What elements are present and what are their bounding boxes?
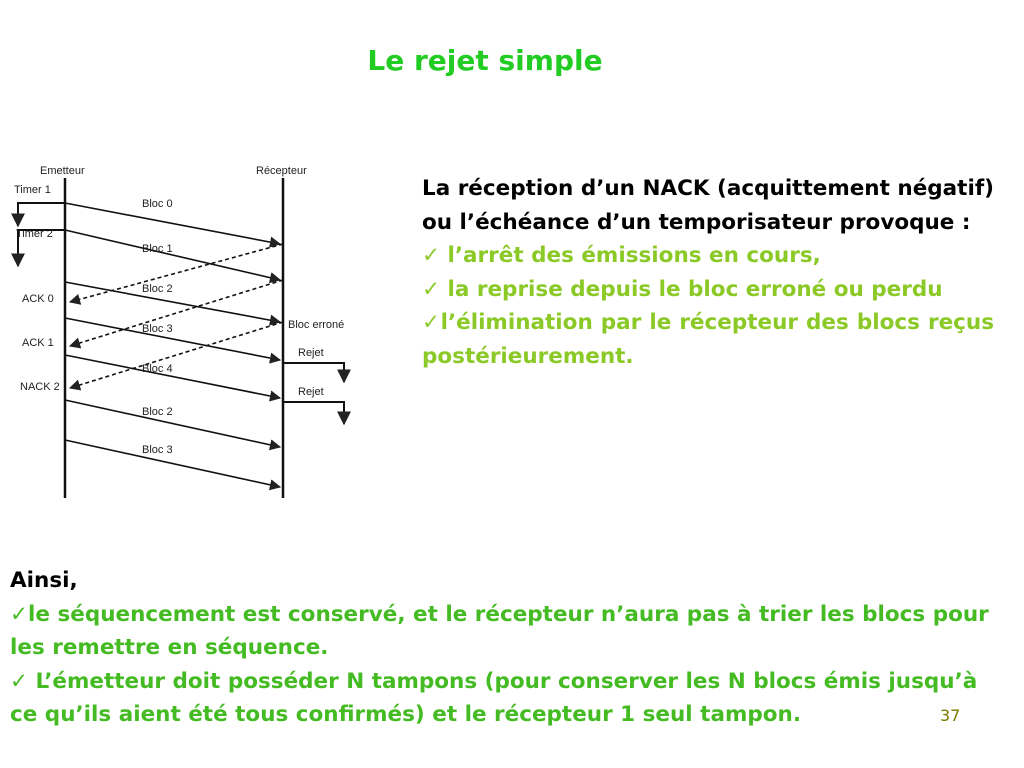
- receiver-label: Récepteur: [256, 165, 307, 177]
- bloc3b-label: Bloc 3: [142, 444, 173, 456]
- check-icon: ✓: [422, 310, 441, 335]
- right-item-3: ✓l’élimination par le récepteur des bloc…: [422, 310, 995, 369]
- nack2-label: NACK 2: [20, 381, 60, 393]
- arrow-bloc2b: [64, 399, 282, 451]
- right-item-2: ✓ la reprise depuis le bloc erroné ou pe…: [422, 276, 943, 302]
- bloc3-label: Bloc 3: [142, 323, 173, 335]
- bloc1-label: Bloc 1: [142, 243, 173, 255]
- check-icon: ✓: [10, 668, 29, 694]
- ack0-label: ACK 0: [22, 293, 54, 305]
- check-icon: ✓: [422, 243, 441, 268]
- arrow-bloc4: [64, 354, 282, 402]
- check-icon: ✓: [10, 601, 29, 627]
- timer1-label: Timer 1: [14, 184, 51, 196]
- bottom-item-2: ✓ L’émetteur doit posséder N tampons (po…: [10, 668, 978, 728]
- emitter-label: Emetteur: [40, 165, 85, 177]
- bottom-item-1: ✓le séquencement est conservé, et le réc…: [10, 601, 989, 661]
- arrow-nack2: [68, 321, 284, 391]
- bottom-lead: Ainsi,: [10, 568, 78, 593]
- reject-diagram: Emetteur Récepteur Timer 1 Timer 2 Bloc …: [11, 165, 351, 498]
- page-number: 37: [940, 706, 961, 725]
- arrow-bloc3: [64, 317, 282, 364]
- arrow-bloc3b: [64, 439, 282, 491]
- right-text-block: La réception d’un NACK (acquittement nég…: [422, 172, 994, 373]
- ack1-label: ACK 1: [22, 337, 54, 349]
- bloc0-label: Bloc 0: [142, 198, 173, 210]
- rejet2-label: Rejet: [298, 386, 324, 398]
- rejet1-arrow: [283, 362, 351, 384]
- bloc-errone-label: Bloc erroné: [288, 319, 344, 331]
- slide-title: Le rejet simple: [367, 44, 603, 77]
- right-item-1: ✓ l’arrêt des émissions en cours,: [422, 243, 821, 268]
- arrow-ack1: [68, 279, 284, 349]
- timer1-arrow: [11, 202, 65, 228]
- arrow-ack0: [68, 243, 284, 305]
- timer2-arrow: [11, 229, 65, 268]
- bloc2b-label: Bloc 2: [142, 406, 173, 418]
- arrow-bloc1: [64, 229, 282, 284]
- rejet1-label: Rejet: [298, 347, 324, 359]
- bottom-text-block: Ainsi, ✓le séquencement est conservé, et…: [10, 564, 995, 732]
- rejet2-arrow: [283, 401, 351, 426]
- bloc2-label: Bloc 2: [142, 283, 173, 295]
- right-intro: La réception d’un NACK (acquittement nég…: [422, 176, 994, 235]
- arrow-bloc2: [64, 281, 282, 326]
- check-icon: ✓: [422, 276, 441, 302]
- bloc4-label: Bloc 4: [142, 363, 173, 375]
- arrow-bloc0: [64, 202, 282, 248]
